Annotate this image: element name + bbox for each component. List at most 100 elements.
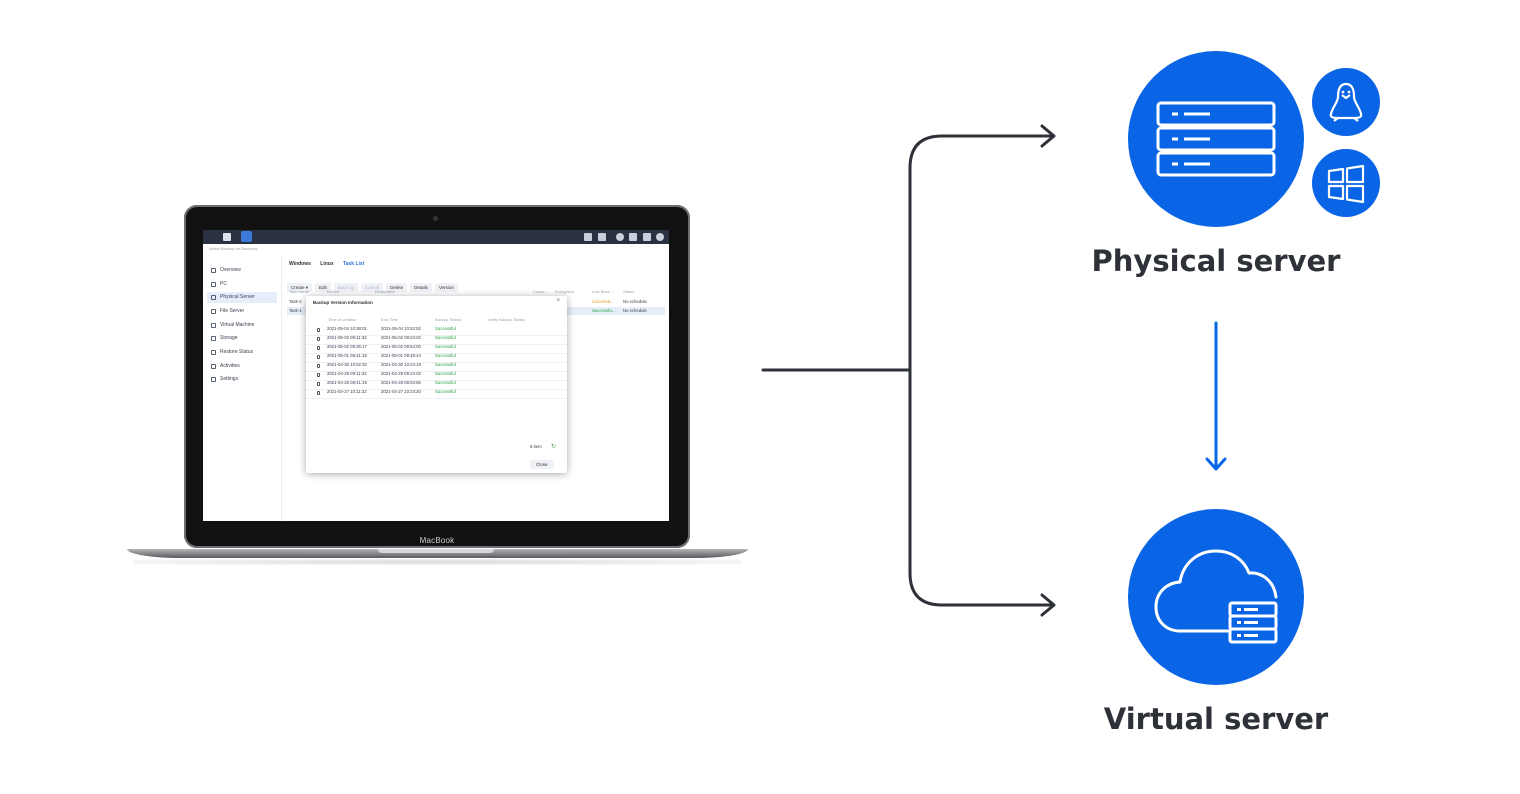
notification-icon[interactable]: [584, 233, 592, 241]
cloud-server-icon: [1154, 549, 1278, 644]
user-avatar-icon[interactable]: [616, 233, 624, 241]
lock-icon: [317, 382, 320, 386]
last-backup: Successfu...: [592, 308, 616, 313]
backup-status: Successful: [435, 344, 456, 349]
laptop: Active Backup for Business Overview PC P…: [125, 203, 750, 568]
column-header[interactable]: Comp...: [533, 289, 548, 294]
lock-icon: [317, 328, 320, 332]
column-header[interactable]: Backup Status: [435, 317, 461, 322]
user-icon[interactable]: [629, 233, 637, 241]
server-icon: [211, 295, 216, 300]
branch-line: [908, 134, 1054, 607]
table-row[interactable]: Task-2 Canceled... No schedule: [287, 298, 665, 306]
refresh-icon[interactable]: ↻: [551, 444, 557, 450]
app-title: Active Backup for Business: [209, 246, 258, 251]
backup-version-dialog: Backup Version Information × Time of cre…: [306, 296, 567, 473]
backup-status: Successful: [435, 353, 456, 358]
tab-linux[interactable]: Linux: [320, 261, 334, 267]
pc-icon: [211, 282, 216, 287]
sidebar-item-pc[interactable]: PC: [207, 279, 277, 290]
sidebar-item-virtual-machine[interactable]: Virtual Machine: [207, 320, 277, 331]
linux-badge: [1312, 68, 1380, 136]
column-header[interactable]: Time of creation: [328, 317, 357, 322]
restore-icon: [211, 350, 216, 355]
apps-grid-icon[interactable]: [223, 233, 231, 241]
column-header[interactable]: Task Name: [289, 289, 310, 294]
delete-button[interactable]: Delete: [386, 283, 408, 292]
tab-windows[interactable]: Windows: [289, 261, 311, 267]
widgets-icon[interactable]: [643, 233, 651, 241]
creation-time: 2021-05-04 10:38:01: [327, 326, 367, 331]
column-header[interactable]: Last Back...: [592, 289, 613, 294]
item-count: 8 item: [530, 444, 542, 449]
sidebar-item-file-server[interactable]: File Server: [207, 306, 277, 317]
camera: [433, 216, 438, 221]
sidebar-item-restore-status[interactable]: Restore Status: [207, 347, 277, 358]
column-header[interactable]: Encryption: [555, 289, 574, 294]
version-button[interactable]: Version: [434, 283, 458, 292]
column-header[interactable]: Verify Backup Status: [488, 317, 525, 322]
arrowhead-down: [1205, 457, 1227, 471]
column-header[interactable]: Status: [623, 289, 635, 294]
tab-task-list[interactable]: Task List: [343, 261, 365, 267]
column-header[interactable]: Destination: [375, 289, 396, 294]
app-icon[interactable]: [241, 231, 252, 242]
column-header[interactable]: End Time: [381, 317, 398, 322]
windows-icon: [1327, 164, 1365, 204]
backup-status: Successful: [435, 362, 456, 367]
linux-penguin-icon: [1329, 82, 1363, 122]
end-time: 2021-04-29 09:24:02: [381, 371, 421, 376]
sidebar-item-settings[interactable]: Settings: [207, 374, 277, 385]
physical-server-node: [1128, 51, 1304, 227]
column-header[interactable]: Device: [327, 289, 340, 294]
close-button[interactable]: Close: [530, 460, 554, 469]
tab-bar: Windows Linux Task List: [289, 261, 372, 267]
sidebar-item-physical-server[interactable]: Physical Server: [207, 292, 277, 303]
creation-time: 2021-04-28 08:41:15: [327, 380, 367, 385]
lock-icon: [317, 391, 320, 395]
sidebar-item-overview[interactable]: Overview: [207, 265, 277, 276]
creation-time: 2021-05-01 08:41:15: [327, 353, 367, 358]
end-time: 2021-04-30 10:24:19: [381, 362, 421, 367]
last-backup: Canceled...: [592, 299, 614, 304]
file-server-icon: [211, 309, 216, 314]
end-time: 2021-05-04 10:52:52: [381, 326, 421, 331]
sidebar-item-activities[interactable]: Activities: [207, 361, 277, 372]
backup-status: Successful: [435, 335, 456, 340]
laptop-screen: Active Backup for Business Overview PC P…: [203, 230, 669, 521]
end-time: 2021-05-02 09:54:00: [381, 344, 421, 349]
server-rack-icon: [1156, 101, 1276, 177]
lock-icon: [317, 364, 320, 368]
create-button[interactable]: Create ▾: [287, 283, 313, 292]
laptop-base: [127, 549, 748, 558]
creation-time: 2021-04-29 09:11:32: [327, 371, 367, 376]
laptop-lid: Active Backup for Business Overview PC P…: [184, 205, 690, 548]
backup-status: Successful: [435, 380, 456, 385]
sidebar: Overview PC Physical Server File Server …: [203, 255, 282, 521]
arrowhead-virtual: [1040, 593, 1056, 617]
task-icon[interactable]: [598, 233, 606, 241]
details-button[interactable]: Details: [410, 283, 432, 292]
search-icon[interactable]: [656, 233, 664, 241]
physical-server-label: Physical server: [1091, 244, 1341, 278]
task-name: Task-1: [289, 308, 302, 313]
end-time: 2021-04-28 09:04:56: [381, 380, 421, 385]
close-icon[interactable]: ×: [556, 298, 560, 304]
table-row[interactable]: 2021-04-28 08:41:15 2021-04-28 09:04:56 Su…: [306, 380, 567, 390]
edit-button[interactable]: Edit: [315, 283, 331, 292]
virtual-server-node: [1128, 509, 1304, 685]
sidebar-item-storage[interactable]: Storage: [207, 333, 277, 344]
cancel-button[interactable]: Cancel: [361, 283, 384, 292]
backup-button[interactable]: Back up: [333, 283, 359, 292]
lock-icon: [317, 355, 320, 359]
lock-icon: [317, 373, 320, 377]
